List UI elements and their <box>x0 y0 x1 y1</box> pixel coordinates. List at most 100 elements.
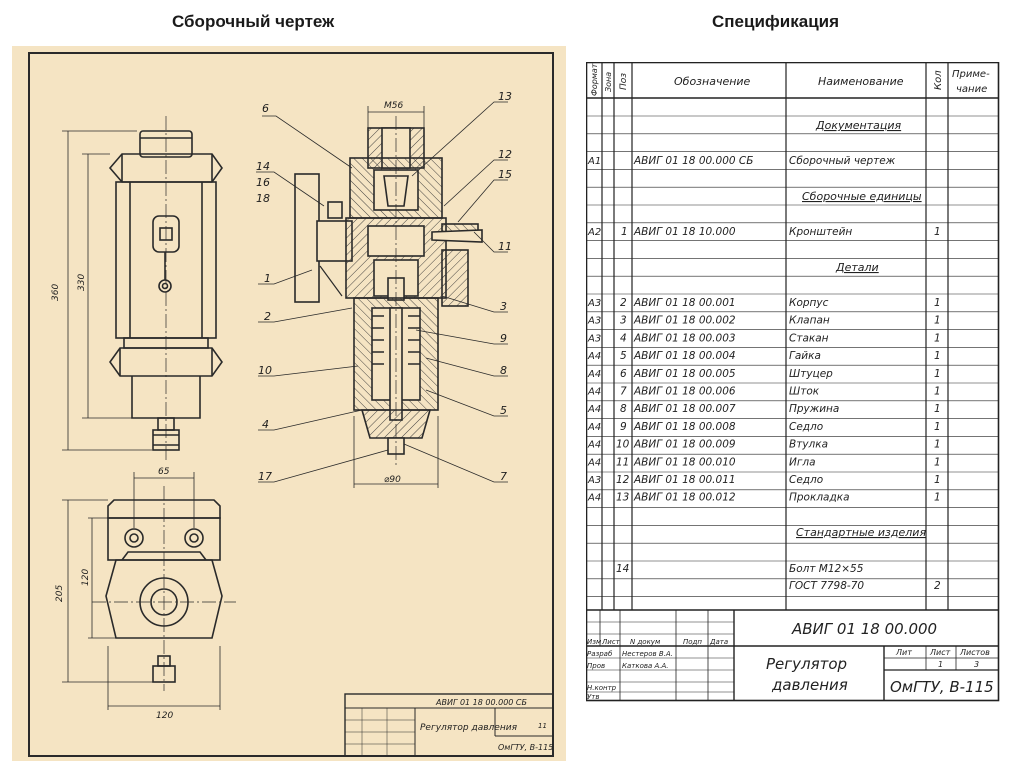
spec-part-name: Стакан <box>789 332 829 344</box>
spec-part-qty: 1 <box>934 350 941 362</box>
spec-part-designation: АВИГ 01 18 00.012 <box>633 492 736 504</box>
spec-part-pos: 8 <box>620 403 627 415</box>
sheet-frame <box>28 52 554 757</box>
spec-header-note-1: Приме- <box>952 69 990 80</box>
spec-header-pos: Поз <box>619 73 629 90</box>
spec-doc-name: Сборочный чертеж <box>789 155 896 167</box>
spec-part-qty: 1 <box>934 421 941 433</box>
spec-part-name: Шток <box>789 386 820 398</box>
dim-m56: M56 <box>384 101 403 111</box>
spec-part-name: Штуцер <box>789 368 833 380</box>
spec-std-name-2: ГОСТ 7798-70 <box>789 580 864 592</box>
spec-header-format: Формат <box>590 63 599 96</box>
front-view <box>108 116 223 461</box>
spec-part-name: Втулка <box>789 439 828 451</box>
spec-tb-org: ОмГТУ, В-115 <box>890 678 994 696</box>
spec-part-name: Седло <box>789 474 823 486</box>
spec-asm-designation: АВИГ 01 18 10.000 <box>633 226 736 238</box>
drawing-tb-name: Регулятор давления <box>420 723 518 733</box>
spec-doc-format: A1 <box>587 156 601 167</box>
spec-part-format: A4 <box>587 493 601 504</box>
spec-part-name: Пружина <box>789 403 839 415</box>
leader-11: 11 <box>498 240 512 253</box>
drawing-title-block <box>344 693 554 757</box>
spec-part-qty: 1 <box>934 439 941 451</box>
spec-part-qty: 1 <box>934 368 941 380</box>
spec-tb-razrab-label: Разраб <box>587 650 613 658</box>
spec-tb-sheet: 1 <box>938 660 943 669</box>
spec-part-name: Игла <box>789 456 816 468</box>
spec-asm-name: Кронштейн <box>789 226 852 238</box>
spec-tb-prov-label: Пров <box>587 662 605 670</box>
spec-part-name: Прокладка <box>789 492 850 504</box>
leader-17: 17 <box>258 470 272 483</box>
spec-part-name: Седло <box>789 421 823 433</box>
drawing-heading: Сборочный чертеж <box>172 12 335 31</box>
spec-part-qty: 1 <box>934 297 941 309</box>
spec-header-designation: Обозначение <box>674 75 751 88</box>
spec-part-qty: 1 <box>934 492 941 504</box>
spec-part-name: Гайка <box>789 350 821 362</box>
spec-part-format: A3 <box>587 333 601 344</box>
spec-std-name-1: Болт М12×55 <box>789 563 864 575</box>
spec-part-designation: АВИГ 01 18 00.006 <box>633 386 736 398</box>
spec-part-format: A3 <box>587 316 601 327</box>
bottom-view-dimensions <box>62 472 221 710</box>
leader-9: 9 <box>500 332 507 345</box>
leader-16: 16 <box>256 176 270 189</box>
spec-heading: Спецификация <box>712 12 840 31</box>
front-view-dimensions <box>62 130 152 451</box>
leader-2: 2 <box>264 310 271 323</box>
leader-18: 18 <box>256 192 270 205</box>
spec-part-designation: АВИГ 01 18 00.001 <box>633 297 736 309</box>
spec-part-pos: 4 <box>620 332 627 344</box>
spec-std-qty: 2 <box>934 580 941 592</box>
spec-section-parts: Детали <box>835 261 879 274</box>
spec-std-pos: 14 <box>616 563 629 575</box>
spec-part-pos: 12 <box>616 474 630 486</box>
leader-6: 6 <box>262 102 269 115</box>
spec-part-format: A4 <box>587 387 601 398</box>
spec-tb-product-1: Регулятор <box>766 655 847 673</box>
spec-asm-format: A2 <box>587 227 601 238</box>
spec-tb-sheets: 3 <box>974 660 979 669</box>
drawing-tb-designation: АВИГ 01 18 00.000 СБ <box>435 698 528 707</box>
spec-part-designation: АВИГ 01 18 00.008 <box>633 421 736 433</box>
leader-7: 7 <box>500 470 507 483</box>
spec-tb-col-doc: N докум <box>630 638 661 646</box>
spec-part-format: A3 <box>587 298 601 309</box>
spec-part-qty: 1 <box>934 403 941 415</box>
spec-title-block-lines <box>586 610 998 700</box>
bottom-view <box>92 486 236 691</box>
spec-part-qty: 1 <box>934 315 941 327</box>
spec-tb-razrab-name: Нестеров В.А. <box>622 650 673 658</box>
dim-phi90: ⌀90 <box>384 475 401 485</box>
spec-part-pos: 2 <box>620 297 627 309</box>
spec-header-name: Наименование <box>818 75 904 88</box>
spec-part-pos: 5 <box>620 350 627 362</box>
assembly-drawing-sheet: 360 330 M5 <box>12 46 566 761</box>
spec-doc-designation: АВИГ 01 18 00.000 СБ <box>633 155 753 167</box>
leader-5: 5 <box>500 404 507 417</box>
spec-header-zone: Зона <box>604 72 613 92</box>
spec-part-pos: 6 <box>620 368 627 380</box>
spec-part-format: A4 <box>587 404 601 415</box>
spec-part-name: Корпус <box>789 297 829 309</box>
leader-8: 8 <box>500 364 507 377</box>
spec-tb-nkontr-label: Н.контр <box>587 684 617 692</box>
leader-15: 15 <box>498 168 512 181</box>
spec-part-qty: 1 <box>934 456 941 468</box>
section-view <box>294 116 483 466</box>
dim-205: 205 <box>55 585 65 602</box>
spec-section-standard: Стандартные изделия <box>796 526 926 539</box>
spec-tb-col-date: Дата <box>709 638 728 646</box>
spec-part-pos: 10 <box>616 439 630 451</box>
spec-grid <box>585 61 1000 702</box>
dim-120-vertical: 120 <box>81 569 91 586</box>
drawing-tb-org: ОмГТУ, В-115 <box>498 743 553 752</box>
spec-part-pos: 7 <box>620 386 627 398</box>
spec-section-docs: Документация <box>815 119 902 132</box>
dim-120-horizontal: 120 <box>156 711 173 721</box>
spec-part-designation: АВИГ 01 18 00.009 <box>633 439 736 451</box>
